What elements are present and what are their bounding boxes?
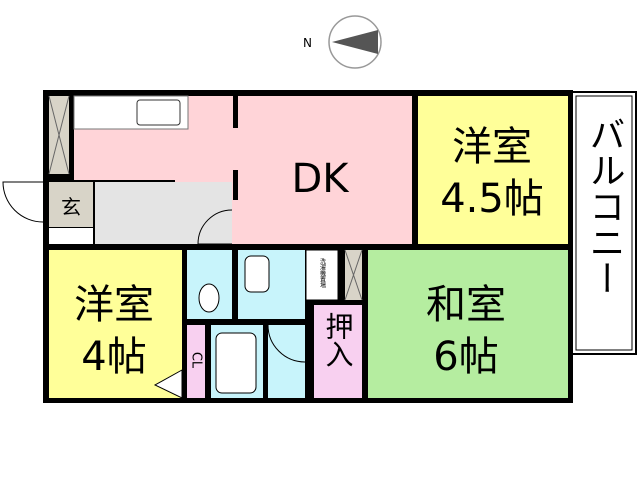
room-western-4 [49, 250, 182, 398]
western-4-label: 洋室 [74, 282, 154, 328]
wash-basin-icon [244, 255, 270, 293]
closet [187, 325, 205, 398]
western-4-size: 4帖 [81, 334, 146, 380]
compass-north-label: N [303, 36, 312, 50]
japanese-6-label: 和室 [426, 282, 506, 328]
western-45-label: 洋室 [452, 124, 532, 170]
toilet-bowl-icon [198, 283, 220, 313]
entrance-label: 玄 [61, 195, 81, 219]
compass: N [303, 15, 382, 69]
bathtub-icon [215, 332, 257, 394]
dk-label: DK [291, 156, 350, 202]
oshiire-label: 押入 [322, 312, 355, 368]
closet-label: CL [189, 352, 204, 369]
western-45-size: 4.5帖 [440, 176, 544, 222]
room-western-4-5 [418, 96, 568, 244]
entrance [49, 182, 93, 227]
hallway [95, 182, 232, 244]
room-dk [74, 96, 412, 244]
balcony [571, 91, 637, 355]
japanese-6-size: 6帖 [433, 334, 498, 380]
balcony-label: バルコニー [584, 116, 625, 296]
laundry-label: 洗濯機置場 [319, 257, 326, 289]
sink [136, 99, 181, 126]
oshiire [314, 305, 362, 398]
compass-arrow-icon [332, 30, 378, 54]
room-japanese-6 [368, 250, 568, 398]
laundry-space [305, 249, 339, 301]
